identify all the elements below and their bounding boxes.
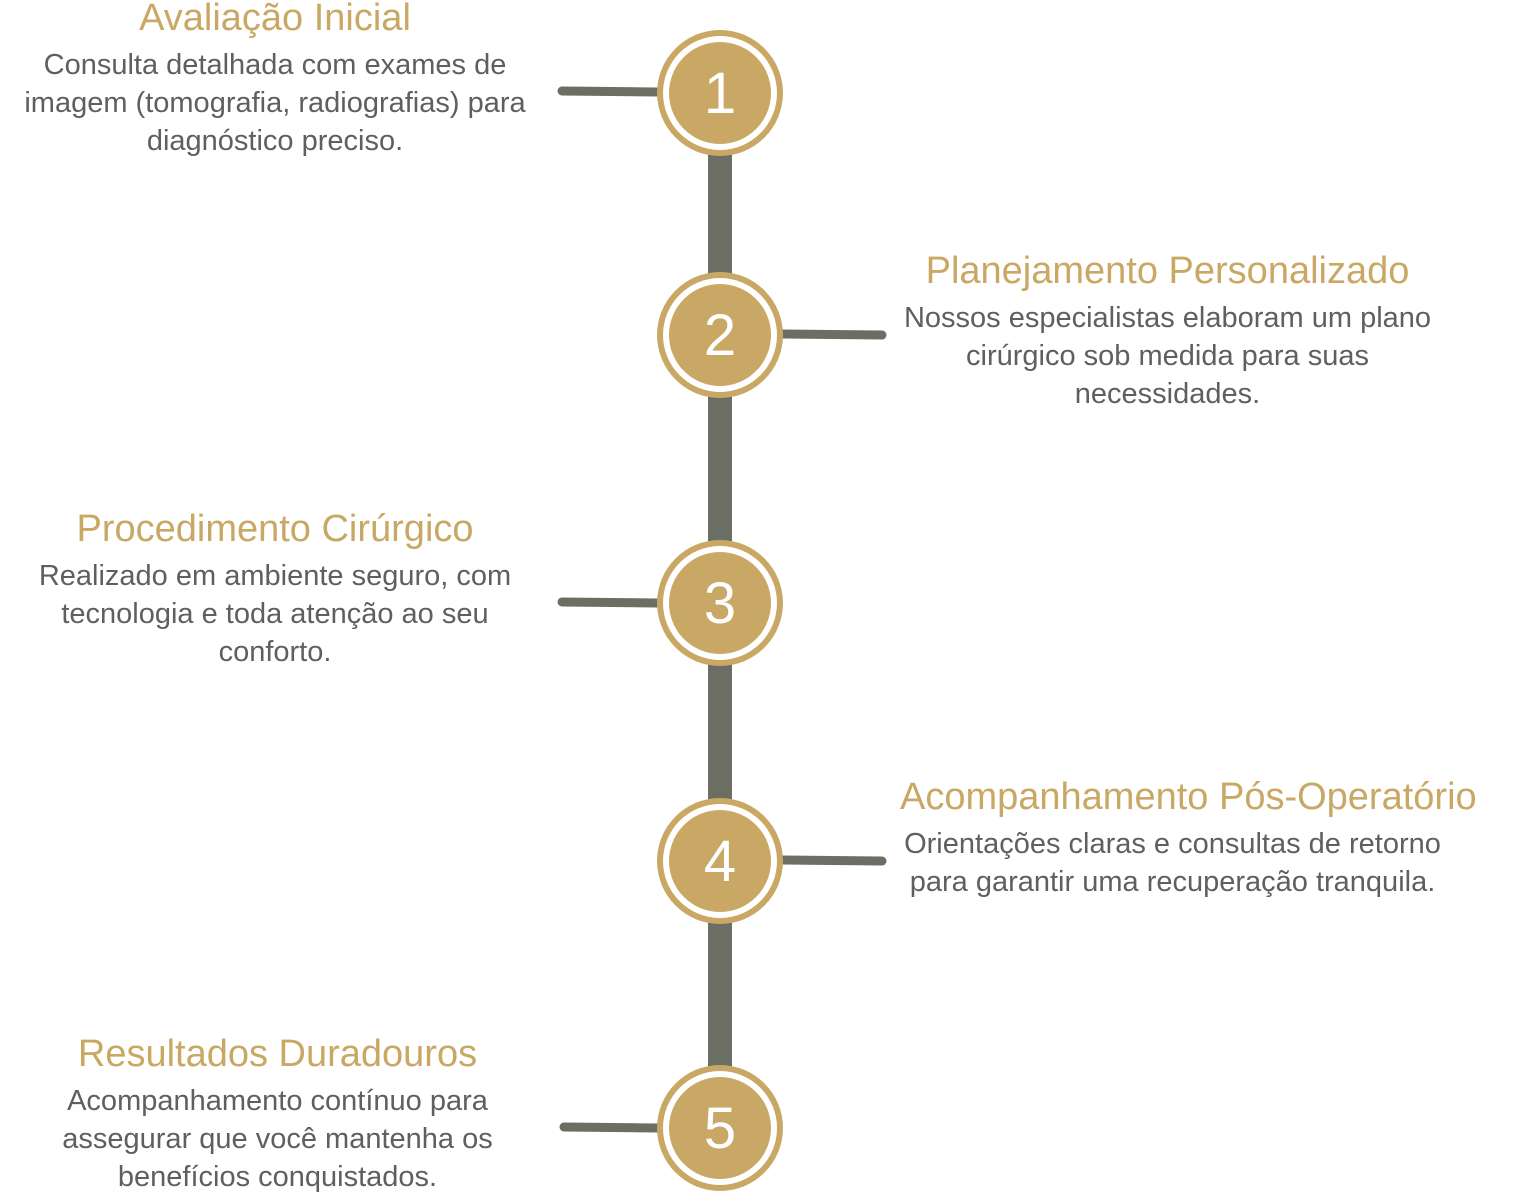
step-4-title: Acompanhamento Pós-Operatório xyxy=(900,776,1477,818)
step-number-4: 4 xyxy=(704,829,736,894)
connector-3 xyxy=(557,597,662,608)
step-marker-1: 1 xyxy=(657,30,783,156)
step-3-description: Realizado em ambiente seguro, com tecnol… xyxy=(38,560,512,668)
step-4-text: Acompanhamento Pós-Operatório Orientaçõe… xyxy=(900,775,1540,901)
step-number-2: 2 xyxy=(704,303,736,368)
connector-5 xyxy=(559,1122,662,1133)
step-3-text: Procedimento Cirúrgico Realizado em ambi… xyxy=(5,507,545,671)
step-2-title: Planejamento Personalizado xyxy=(925,250,1410,292)
step-4-description: Orientações claras e consultas de retorn… xyxy=(904,828,1441,898)
step-number-1: 1 xyxy=(704,61,736,126)
connector-2 xyxy=(778,329,887,340)
step-5-text: Resultados Duradouros Acompanhamento con… xyxy=(20,1032,535,1196)
step-5-title: Resultados Duradouros xyxy=(77,1033,478,1075)
step-number-3: 3 xyxy=(704,571,736,636)
step-marker-5: 5 xyxy=(657,1065,783,1191)
step-marker-4: 4 xyxy=(657,798,783,924)
connector-1 xyxy=(557,86,662,97)
step-1-title: Avaliação Inicial xyxy=(139,0,411,39)
step-marker-3: 3 xyxy=(657,540,783,666)
step-1-description: Consulta detalhada com exames de imagem … xyxy=(24,49,526,157)
connector-4 xyxy=(778,855,887,866)
step-5-description: Acompanhamento contínuo para assegurar q… xyxy=(62,1085,493,1193)
step-3-title: Procedimento Cirúrgico xyxy=(76,508,474,550)
step-2-description: Nossos especialistas elaboram um plano c… xyxy=(903,302,1432,410)
step-number-5: 5 xyxy=(704,1096,736,1161)
step-2-text: Planejamento Personalizado Nossos especi… xyxy=(895,249,1440,413)
step-1-text: Avaliação Inicial Consulta detalhada com… xyxy=(10,0,540,160)
step-marker-2: 2 xyxy=(657,272,783,398)
